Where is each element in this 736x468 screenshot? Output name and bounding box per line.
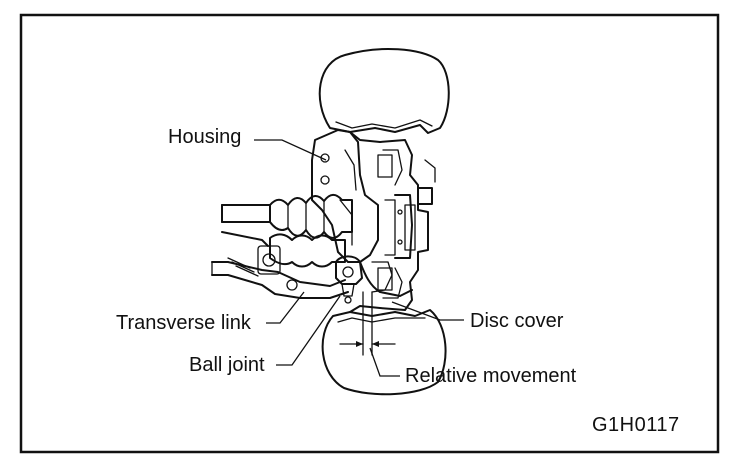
disc-cover xyxy=(359,261,413,297)
label-ball-joint: Ball joint xyxy=(189,354,265,376)
hub-and-disc xyxy=(371,194,416,293)
relative-movement-leader xyxy=(369,347,400,377)
figure-code: G1H0117 xyxy=(592,414,680,436)
ball-joint xyxy=(335,255,363,304)
label-housing: Housing xyxy=(168,126,241,148)
transverse-link xyxy=(211,231,349,299)
label-transverse-link: Transverse link xyxy=(116,312,252,334)
outer-cv-boot xyxy=(269,193,353,239)
ball-joint-leader xyxy=(276,295,341,366)
housing-leader xyxy=(254,139,327,161)
relative-movement-marks xyxy=(339,291,396,356)
drive-shaft xyxy=(221,204,271,223)
transverse-link-leader xyxy=(266,291,305,324)
label-disc-cover: Disc cover xyxy=(470,310,564,332)
label-relative-movement: Relative movement xyxy=(405,365,577,387)
tire-upper-section xyxy=(318,47,450,134)
disc-cover-leader xyxy=(391,301,464,321)
figure-frame xyxy=(19,13,720,454)
wheel-rim xyxy=(349,131,436,313)
inner-cv-boot xyxy=(269,233,346,268)
